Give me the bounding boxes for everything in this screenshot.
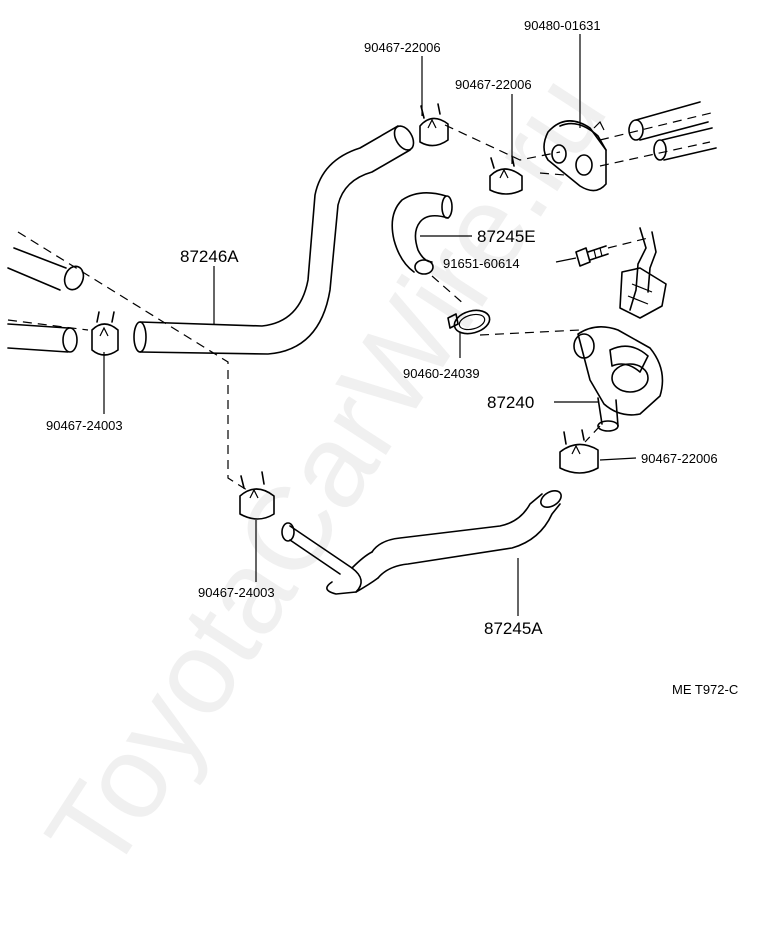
clamp-90467-22006-right (559, 429, 599, 474)
clamp-90467-22006-mid (489, 155, 523, 195)
label-87245A: 87245A (484, 619, 543, 638)
label-90467-22006-mid: 90467-22006 (455, 77, 532, 92)
hose-87245E (391, 192, 453, 275)
label-91651-60614: 91651-60614 (443, 256, 520, 271)
alignment-lines (7, 111, 716, 493)
bolt-91651-60614 (575, 245, 609, 267)
label-90467-22006-right: 90467-22006 (641, 451, 718, 466)
clamp-90467-24003-bottom (239, 471, 275, 520)
diagram-code: ME T972-C (672, 682, 738, 697)
left-pipe-upper (7, 247, 85, 291)
grommet-90480-01631 (543, 120, 607, 192)
clamp-90467-22006-top (419, 103, 449, 147)
label-87240: 87240 (487, 393, 534, 412)
label-90467-24003-left: 90467-24003 (46, 418, 123, 433)
leader-lines (103, 34, 637, 616)
watermark: ToyotaCarWire.ru (21, 52, 632, 894)
label-87246A: 87246A (180, 247, 239, 266)
label-90467-24003-bottom: 90467-24003 (198, 585, 275, 600)
hose-87245A (281, 490, 562, 595)
clamp-90460-24039 (447, 309, 491, 335)
water-valve-87240 (573, 227, 667, 432)
left-pipe-lower (7, 323, 78, 353)
label-90467-22006-top: 90467-22006 (364, 40, 441, 55)
hose-87246A (133, 125, 415, 355)
label-87245E: 87245E (477, 227, 536, 246)
label-90460-24039: 90460-24039 (403, 366, 480, 381)
clamp-90467-24003-left (91, 311, 119, 356)
firewall-pipes (628, 101, 717, 161)
label-90480-01631: 90480-01631 (524, 18, 601, 33)
